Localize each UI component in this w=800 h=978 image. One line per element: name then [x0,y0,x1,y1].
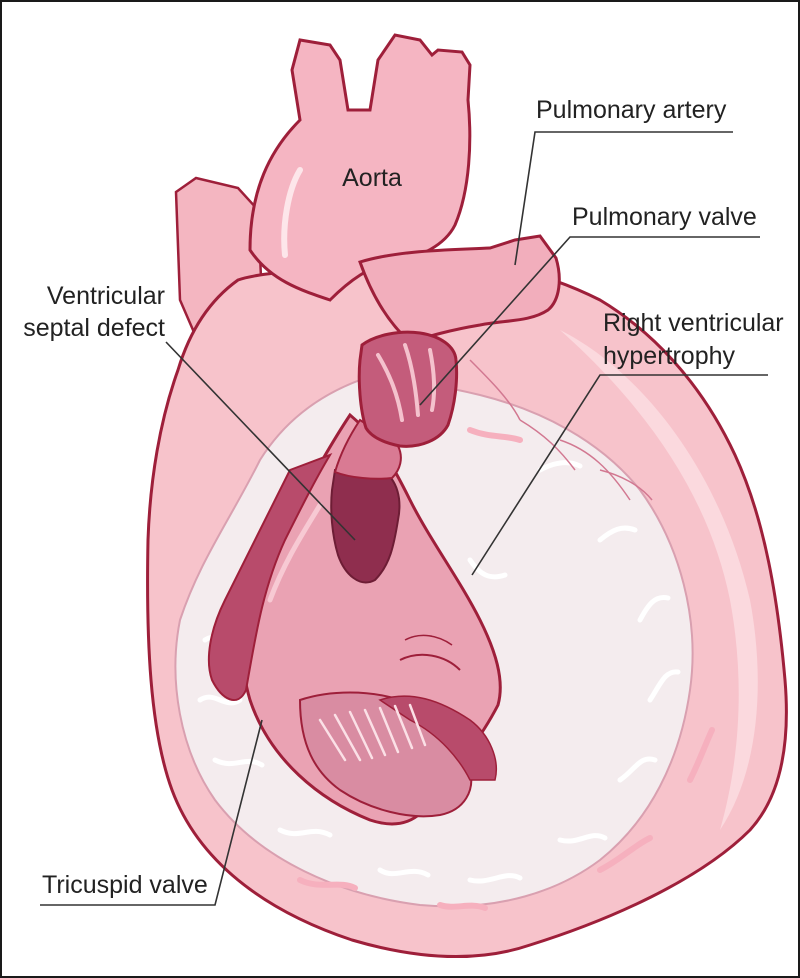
myocardium-streaks [197,460,681,884]
leader-pulmonary-artery [514,131,733,266]
surface-highlight [560,330,758,830]
leader-tricuspid [40,719,263,906]
label-pulmonary-valve: Pulmonary valve [572,203,757,231]
ventricle-shadow-wall [207,453,333,702]
aorta-highlight [281,167,303,258]
label-vsd-line1: Ventricular [47,282,165,310]
leader-rvh [471,374,768,576]
leader-lines [40,131,768,906]
label-rvh-line2: hypertrophy [603,342,736,370]
tricuspid-valve-structure [298,634,497,818]
chamber-highlight [267,502,323,603]
label-tricuspid-valve: Tricuspid valve [42,871,208,899]
label-pulmonary-artery: Pulmonary artery [536,96,727,124]
label-rvh-line1: Right ventricular [603,309,784,337]
leader-vsd [165,341,356,541]
myocardium-pink-streaks [297,427,715,911]
label-aorta: Aorta [342,164,402,192]
aorta-vessel [248,33,472,302]
leader-pulmonary-valve [419,236,760,406]
coronary-vessels [469,359,653,501]
pulmonary-valve-cusps [376,343,437,422]
label-vsd-line2: septal defect [23,314,165,342]
